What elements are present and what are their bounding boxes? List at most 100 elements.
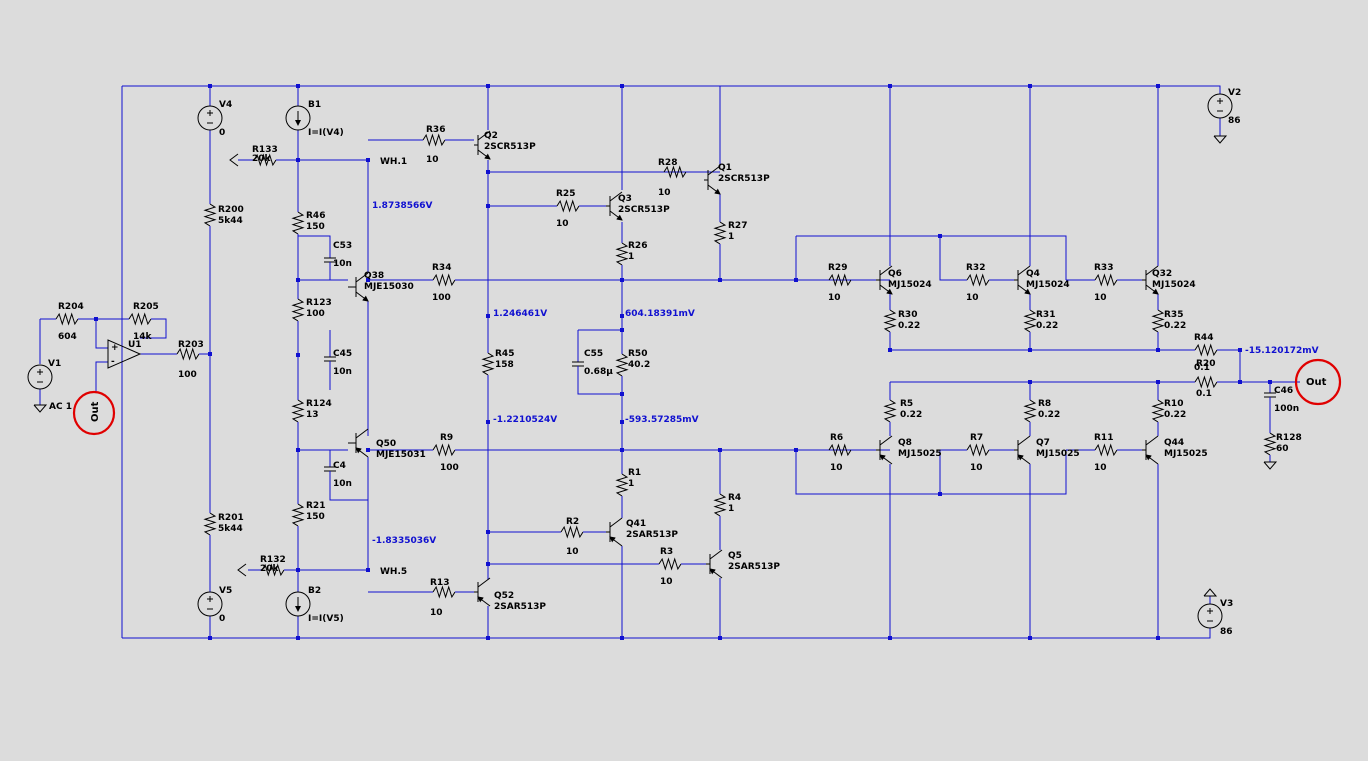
q2-transistor[interactable]: [474, 130, 491, 160]
r25-resistor[interactable]: [552, 199, 584, 213]
q32-transistor[interactable]: [1142, 265, 1159, 295]
r44-resistor[interactable]: [1190, 343, 1222, 357]
r128-resistor[interactable]: [1263, 430, 1277, 458]
q50-transistor[interactable]: [348, 428, 369, 458]
q3-ref: Q3: [618, 194, 632, 204]
r30-resistor[interactable]: [883, 306, 897, 336]
r33-value: 10: [1094, 293, 1107, 303]
r203-ref: R203: [178, 340, 204, 350]
r200-resistor[interactable]: [203, 200, 217, 230]
junction-dot: [1028, 380, 1032, 384]
r123-resistor[interactable]: [291, 295, 305, 325]
v4-source[interactable]: [197, 105, 223, 131]
wire: [329, 478, 368, 501]
r2-resistor[interactable]: [556, 525, 588, 539]
r205-resistor[interactable]: [124, 312, 156, 326]
highlight-circle-out-left: [72, 390, 116, 436]
q1-transistor[interactable]: [704, 165, 721, 195]
r10-resistor[interactable]: [1151, 396, 1165, 426]
q44-transistor[interactable]: [1142, 435, 1159, 465]
b1-current-source[interactable]: [285, 105, 311, 131]
junction-dot: [1028, 84, 1032, 88]
c4-capacitor[interactable]: [324, 460, 336, 478]
r5-value: 0.22: [900, 410, 922, 420]
r26-value: 1: [628, 252, 634, 262]
r8-resistor[interactable]: [1023, 396, 1037, 426]
r5-ref: R5: [900, 399, 913, 409]
q38-ref: Q38: [364, 271, 384, 281]
r2-value: 10: [566, 547, 579, 557]
node-voltage-r50-top: 604.18391mV: [625, 309, 695, 319]
q1-value: 2SCR513P: [718, 174, 770, 184]
r20-resistor[interactable]: [1190, 375, 1222, 389]
q41-transistor[interactable]: [606, 517, 623, 547]
r21-resistor[interactable]: [291, 500, 305, 530]
wire: [95, 319, 108, 349]
r11-resistor[interactable]: [1090, 443, 1122, 457]
q8-transistor[interactable]: [876, 435, 893, 465]
c53-capacitor[interactable]: [324, 250, 336, 270]
v1-source-spec: AC 1: [49, 402, 72, 412]
q6-ref: Q6: [888, 269, 902, 279]
b2-current-source[interactable]: [285, 591, 311, 617]
r3-resistor[interactable]: [654, 557, 686, 571]
r7-resistor[interactable]: [962, 443, 994, 457]
r124-resistor[interactable]: [291, 396, 305, 426]
q3-transistor[interactable]: [606, 191, 623, 221]
r29-resistor[interactable]: [824, 273, 856, 287]
u1-opamp[interactable]: +-: [107, 339, 142, 369]
r204-resistor[interactable]: [52, 312, 82, 326]
v1-source[interactable]: [27, 364, 53, 390]
c55-capacitor[interactable]: [572, 356, 584, 372]
r36-ref: R36: [426, 125, 445, 135]
v5-value: 0: [219, 614, 225, 624]
r6-resistor[interactable]: [824, 443, 856, 457]
r20-value: 0.1: [1196, 389, 1212, 399]
r45-resistor[interactable]: [481, 350, 495, 378]
r1-resistor[interactable]: [615, 470, 629, 500]
r201-resistor[interactable]: [203, 508, 217, 540]
r133-ref: R133: [252, 145, 278, 155]
r32-resistor[interactable]: [962, 273, 994, 287]
r132-resistor[interactable]: [258, 563, 288, 577]
ground-arrow: [237, 563, 247, 577]
node-voltage-out: -15.120172mV: [1245, 346, 1319, 356]
q7-transistor[interactable]: [1014, 435, 1031, 465]
wire: [795, 450, 1067, 495]
q52-transistor[interactable]: [474, 577, 491, 607]
r46-resistor[interactable]: [291, 210, 305, 236]
q4-transistor[interactable]: [1014, 265, 1031, 295]
r123-value: 100: [306, 309, 325, 319]
r133-resistor[interactable]: [250, 153, 280, 167]
ground-symbol: [1203, 588, 1218, 597]
r35-resistor[interactable]: [1151, 306, 1165, 336]
v5-source[interactable]: [197, 591, 223, 617]
v3-source[interactable]: [1197, 603, 1223, 629]
q38-transistor[interactable]: [348, 272, 369, 302]
r36-resistor[interactable]: [418, 133, 450, 147]
q6-transistor[interactable]: [876, 265, 893, 295]
junction-dot: [620, 420, 624, 424]
v2-source[interactable]: [1207, 93, 1233, 119]
r33-resistor[interactable]: [1090, 273, 1122, 287]
r26-resistor[interactable]: [615, 240, 629, 268]
r13-resistor[interactable]: [430, 585, 458, 599]
q7-value: MJ15025: [1036, 449, 1080, 459]
junction-dot: [888, 348, 892, 352]
c45-capacitor[interactable]: [324, 350, 336, 368]
q5-transistor[interactable]: [706, 549, 723, 579]
r50-resistor[interactable]: [615, 340, 629, 390]
wire: [298, 235, 331, 250]
r9-resistor[interactable]: [430, 443, 458, 457]
r5-resistor[interactable]: [883, 396, 897, 426]
r28-resistor[interactable]: [660, 165, 690, 179]
r205-value: 14k: [133, 332, 153, 342]
r203-resistor[interactable]: [172, 347, 204, 361]
wire: [122, 628, 1211, 639]
c46-capacitor[interactable]: [1264, 386, 1276, 404]
r29-ref: R29: [828, 263, 847, 273]
r4-resistor[interactable]: [713, 490, 727, 520]
r34-resistor[interactable]: [430, 273, 458, 287]
r31-resistor[interactable]: [1023, 306, 1037, 336]
r27-resistor[interactable]: [713, 218, 727, 248]
